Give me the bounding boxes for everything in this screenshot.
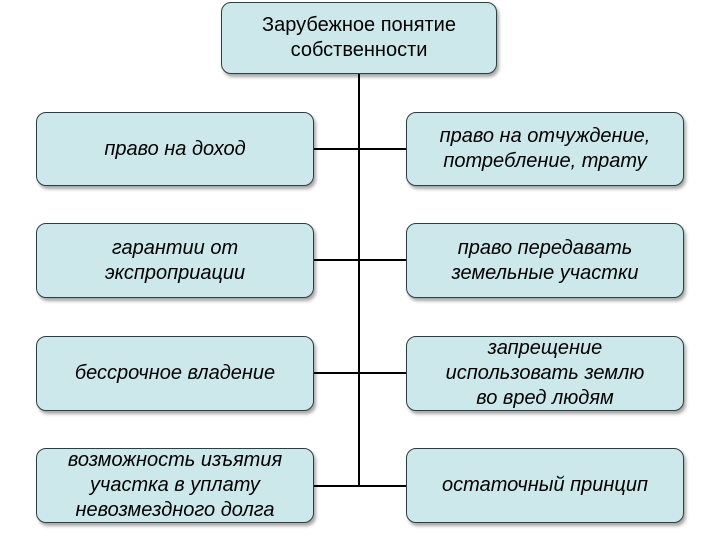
left-box-income-right: право на доход xyxy=(36,112,314,186)
left-box-expropriation-guarantee: гарантии от экспроприации xyxy=(36,223,314,298)
left-box-perpetual-possession: бессрочное владение xyxy=(36,336,314,411)
right-box-alienation-right: право на отчуждение, потребление, трату xyxy=(406,112,684,186)
left-box-seizure-for-debt: возможность изъятия участка в уплату нев… xyxy=(36,448,314,523)
right-box-residual-principle: остаточный принцип xyxy=(406,448,684,523)
right-box-harmful-use-ban: запрещение использовать землю во вред лю… xyxy=(406,336,684,411)
root-box: Зарубежное понятие собственности xyxy=(221,2,497,74)
right-box-land-transfer-right: право передавать земельные участки xyxy=(406,223,684,298)
